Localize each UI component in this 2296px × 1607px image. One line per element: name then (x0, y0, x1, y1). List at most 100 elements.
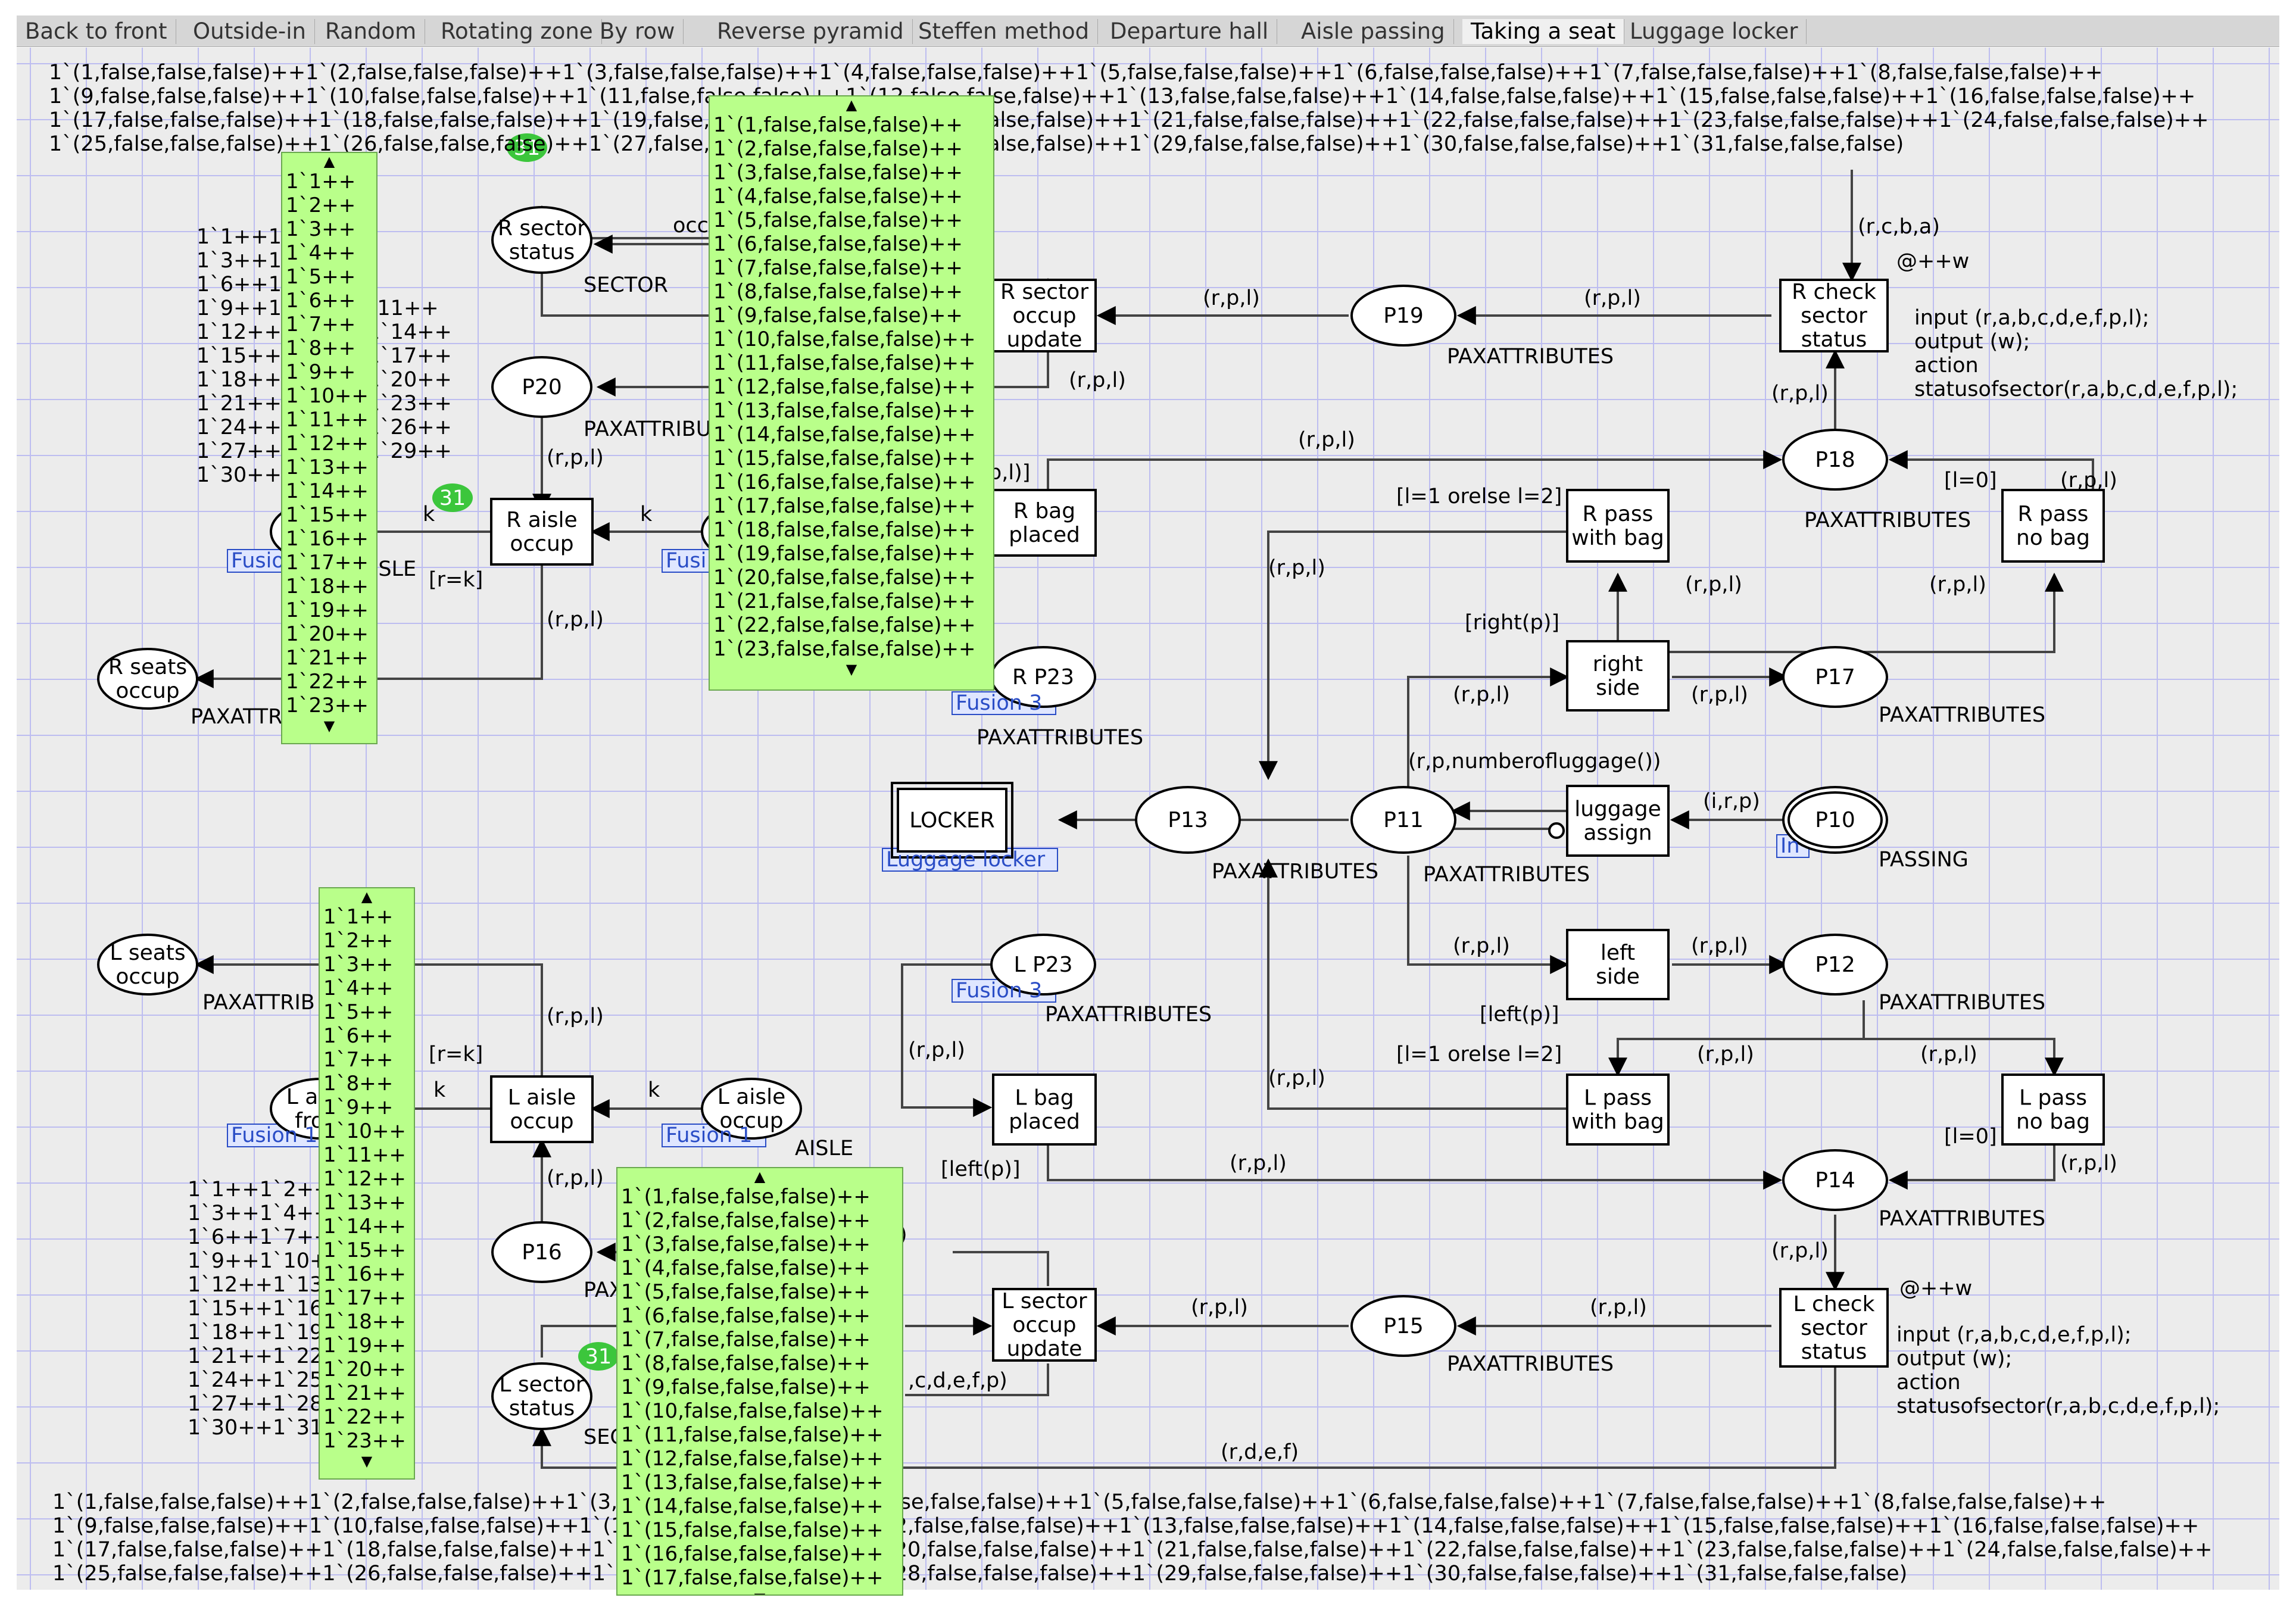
place-l-p23-label: L P23 (1013, 953, 1072, 977)
tab-taking-a-seat[interactable]: Taking a seat (1462, 19, 1625, 44)
place-p11[interactable] (1350, 786, 1456, 854)
token-row: 1`(3,false,false,false)++ (621, 1232, 871, 1256)
transition-l-pass-with-bag[interactable] (1566, 1074, 1670, 1146)
arc-inscription-rpl: (r,p,l) (1298, 428, 1355, 452)
scroll-down-icon[interactable]: ▼ (846, 661, 857, 678)
place-p12[interactable] (1782, 934, 1888, 996)
transition-l-aisle-occup-label: L aisle (508, 1085, 576, 1110)
transition-r-aisle-occup[interactable] (490, 498, 594, 566)
place-p19-label: P19 (1383, 304, 1424, 328)
scroll-up-icon[interactable]: ▲ (323, 153, 335, 170)
place-p16[interactable] (491, 1221, 592, 1283)
place-r-seats-occup-label: R seats (108, 655, 187, 679)
tab-reverse-pyramid[interactable]: Reverse pyramid (709, 19, 913, 44)
transition-left-side-label: left (1601, 941, 1635, 965)
token-row: 1`2++ (323, 929, 394, 953)
place-p20[interactable] (491, 356, 592, 418)
transition-l-sector-occup-update[interactable] (992, 1288, 1097, 1362)
token-popup-l-sector[interactable]: ▲1`(1,false,false,false)++1`(2,false,fal… (616, 1167, 903, 1596)
transition-r-pass-no-bag[interactable] (2001, 489, 2105, 563)
token-count-badge[interactable]: 31 (432, 483, 473, 512)
tab-departure-hall[interactable]: Departure hall (1102, 19, 1278, 44)
code-call: statusofsector(r,a,b,c,d,e,f,p,l); (1896, 1394, 2220, 1418)
place-p17[interactable] (1782, 646, 1888, 708)
tab-random[interactable]: Random (317, 19, 426, 44)
token-row: 1`(7,false,false,false)++ (621, 1328, 871, 1352)
transition-l-pass-no-bag[interactable] (2001, 1074, 2105, 1146)
token-row: 1`(6,false,false,false)++ (621, 1304, 871, 1328)
scroll-down-icon[interactable]: ▼ (361, 1453, 373, 1469)
place-p14[interactable] (1782, 1149, 1888, 1211)
transition-right-side[interactable] (1566, 640, 1670, 712)
transition-luggage-assign[interactable] (1566, 785, 1670, 857)
place-l-seats-occup[interactable] (97, 934, 198, 996)
token-row: 1`(4,false,false,false)++ (713, 185, 963, 208)
transition-locker[interactable] (891, 782, 1013, 859)
transition-r-pass-with-bag-label: R pass (1583, 502, 1654, 526)
transition-r-pass-with-bag[interactable] (1566, 489, 1670, 563)
place-p19[interactable] (1350, 285, 1456, 347)
token-count-badge[interactable]: 31 (578, 1342, 619, 1371)
token-popup-r-aisle[interactable]: ▲1`1++1`2++1`3++1`4++1`5++1`6++1`7++1`8+… (281, 152, 378, 744)
place-p15[interactable] (1350, 1295, 1456, 1357)
tab-steffen-method[interactable]: Steffen method (910, 19, 1099, 44)
token-row: 1`(16,false,false,false)++ (621, 1542, 884, 1566)
arc-inscription-rpl: (r,p,l) (1920, 1043, 1977, 1066)
scroll-down-icon[interactable]: ▼ (617, 1590, 902, 1594)
place-r-seats-occup[interactable] (97, 648, 198, 710)
place-type-p13: PAXATTRIBUTES (1212, 860, 1378, 884)
transition-r-pass-no-bag-label: no bag (2016, 526, 2090, 550)
transition-r-check-sector-status[interactable] (1779, 279, 1889, 352)
place-p18[interactable] (1782, 429, 1888, 491)
token-row: 1`(1,false,false,false)++ (621, 1185, 871, 1209)
scroll-up-icon[interactable]: ▲ (361, 888, 373, 905)
token-row: 1`(3,false,false,false)++ (713, 161, 963, 185)
tab-by-row[interactable]: By row (591, 19, 684, 44)
transition-l-pass-no-bag-label: L pass (2019, 1086, 2087, 1110)
guard-l0-right: [l=0] (1944, 469, 1997, 492)
token-row: 1`(22,false,false,false)++ (713, 613, 976, 637)
fusion-tag-r-p23: Fusion 3 (956, 691, 1042, 715)
tab-luggage-locker[interactable]: Luggage locker (1621, 19, 1807, 44)
aisle-marking-left: 1`1++1`2++ 1`3++1`4++ 1`6++1`7++ 1`9++1`… (188, 1178, 358, 1440)
arc-inscription-rpl: (r,p,l) (1691, 934, 1748, 958)
token-popup-l-aisle[interactable]: ▲1`1++1`2++1`3++1`4++1`5++1`6++1`7++1`8+… (319, 887, 415, 1480)
place-type-p11: PAXATTRIBUTES (1423, 863, 1590, 887)
token-row: 1`(13,false,false,false)++ (713, 399, 976, 423)
token-popup-r-sector[interactable]: ▲1`(1,false,false,false)++1`(2,false,fal… (709, 95, 994, 691)
fusion-tag-r-front: Fusio (231, 549, 285, 573)
transition-r-pass-no-bag-label: R pass (2018, 502, 2089, 526)
place-l-p23[interactable] (990, 934, 1096, 996)
place-type-r-p23: PAXATTRIBUTES (977, 726, 1143, 750)
place-p13[interactable] (1135, 786, 1241, 854)
token-row: 1`(9,false,false,false)++ (713, 304, 963, 327)
transition-luggage-assign-label: luggage (1574, 797, 1661, 822)
place-p10[interactable] (1782, 786, 1888, 854)
tab-outside-in[interactable]: Outside-in (185, 19, 315, 44)
arc-l-update-out (953, 1251, 1049, 1286)
token-row: 1`(16,false,false,false)++ (713, 470, 976, 494)
arc-inscription-rpl: (r,p,l) (1453, 934, 1510, 958)
transition-l-aisle-occup[interactable] (490, 1075, 594, 1143)
tab-back-to-front[interactable]: Back to front (17, 19, 176, 44)
scroll-up-icon[interactable]: ▲ (846, 96, 857, 113)
place-p14-label: P14 (1815, 1168, 1855, 1193)
token-row: 1`11++ (286, 408, 369, 432)
scroll-up-icon[interactable]: ▲ (754, 1168, 766, 1185)
token-row: 1`15++ (323, 1238, 406, 1262)
guard-left: [left(p)] (1480, 1003, 1559, 1026)
scroll-down-icon[interactable]: ▼ (323, 717, 335, 734)
place-l-sector-status[interactable] (491, 1362, 592, 1430)
token-row: 1`8++ (286, 336, 356, 360)
tab-rotating-zone[interactable]: Rotating zone (432, 19, 602, 44)
transition-l-bag-placed[interactable] (992, 1074, 1097, 1146)
arc-with-bag-to-p13 (1259, 531, 1567, 781)
transition-left-side[interactable] (1566, 929, 1670, 1000)
tab-aisle-passing[interactable]: Aisle passing (1293, 19, 1454, 44)
token-count-badge[interactable]: 31 (507, 133, 547, 162)
place-l-aisle-occup-source[interactable] (701, 1078, 802, 1140)
transition-l-check-sector-status[interactable] (1779, 1288, 1889, 1368)
token-row: 1`(5,false,false,false)++ (713, 208, 963, 232)
place-r-sector-status[interactable] (491, 206, 592, 274)
token-row: 1`16++ (286, 527, 369, 551)
